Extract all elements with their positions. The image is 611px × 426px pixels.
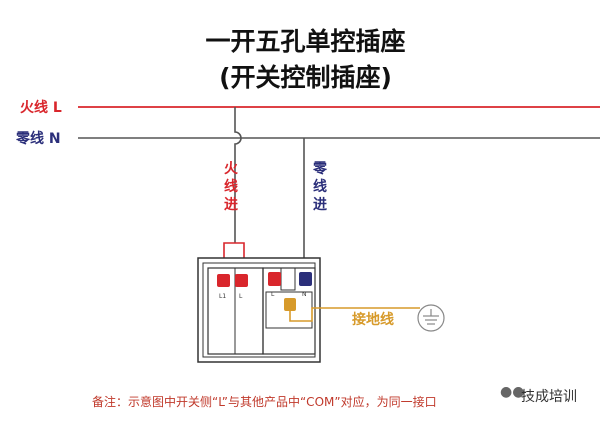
neutral-in-label: 零 线 进	[313, 161, 327, 213]
live-line-label: 火线 L	[20, 100, 62, 116]
switch-terminal-l	[235, 274, 248, 287]
socket-terminal-l	[268, 272, 281, 286]
terminal-label-switch-l: L	[239, 293, 243, 300]
neutral-line-letter: N	[48, 131, 61, 147]
wechat-icon: ●●	[500, 384, 525, 400]
live-line-letter: L	[52, 100, 62, 116]
diagram-subtitle: (开关控制插座)	[219, 63, 392, 92]
watermark: 技成培训	[521, 389, 577, 405]
terminal-label-socket-l: L	[271, 291, 275, 298]
live-in-label: 火 线 进	[224, 161, 238, 213]
socket-terminal-ground	[284, 298, 296, 311]
ground-symbol-icon	[417, 304, 445, 332]
ground-wire	[289, 307, 420, 322]
live-drop-wire	[234, 107, 242, 243]
socket-terminal-n	[299, 272, 312, 286]
terminal-label-l1: L1	[219, 293, 226, 300]
switch-terminal-l1	[217, 274, 230, 287]
footnote: 备注：示意图中开关侧“L”与其他产品中“COM”对应，为同一接口	[92, 395, 437, 409]
terminal-label-socket-n: N	[302, 291, 307, 298]
switch-bridge-wire	[223, 242, 245, 262]
diagram-title: 一开五孔单控插座	[205, 27, 406, 56]
neutral-line-label: 零线 N	[16, 131, 61, 147]
ground-wire-label: 接地线	[352, 312, 394, 328]
